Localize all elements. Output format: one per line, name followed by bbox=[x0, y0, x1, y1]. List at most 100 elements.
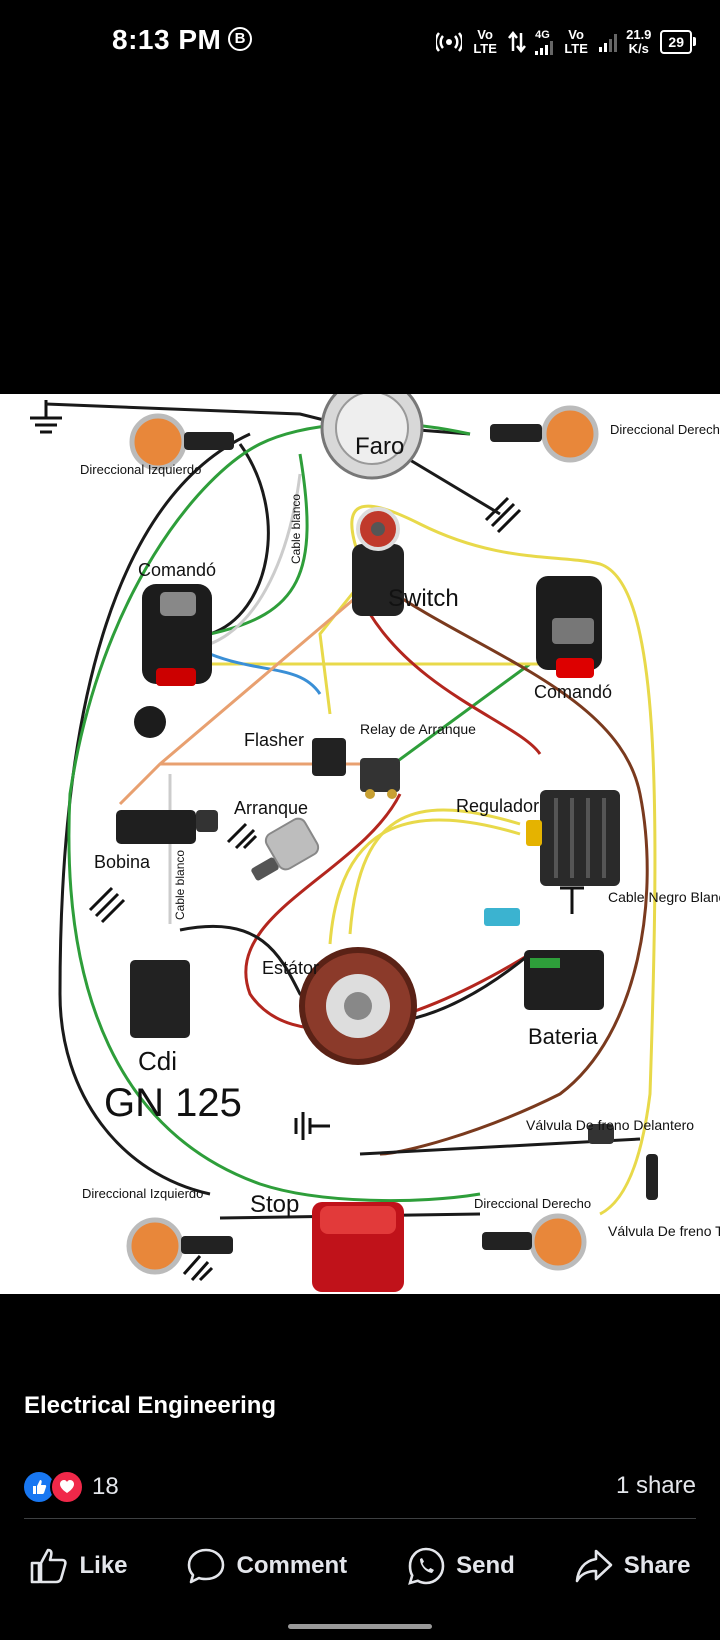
ignition-switch bbox=[352, 507, 404, 616]
label-cable-blanco-bottom: Cable blanco bbox=[173, 850, 187, 920]
label-switch: Switch bbox=[388, 585, 459, 612]
gesture-navigation-bar[interactable] bbox=[288, 1624, 432, 1629]
whatsapp-icon bbox=[408, 1547, 445, 1585]
signal-icon bbox=[535, 40, 554, 55]
cdi-unit bbox=[130, 960, 190, 1038]
send-label: Send bbox=[456, 1552, 515, 1579]
label-model: GN 125 bbox=[104, 1081, 242, 1125]
turn-signal-bottom-right bbox=[482, 1213, 587, 1271]
left-handlebar-control bbox=[142, 584, 212, 686]
ground-symbol bbox=[560, 872, 584, 914]
flasher-relay bbox=[312, 738, 346, 776]
tail-light bbox=[312, 1202, 404, 1292]
label-relay: Relay de Arranque bbox=[360, 721, 476, 737]
wire-brown bbox=[379, 582, 649, 1156]
label-cable-blanco-top: Cable blanco bbox=[289, 494, 303, 564]
brake-switch-front bbox=[588, 1124, 614, 1144]
turn-signal-top-right bbox=[490, 405, 599, 463]
wire-yellow bbox=[328, 818, 521, 945]
wire-red bbox=[244, 793, 531, 1031]
brake-switch-rear bbox=[646, 1154, 658, 1200]
comment-button[interactable]: Comment bbox=[186, 1547, 347, 1585]
label-faro: Faro bbox=[355, 433, 404, 460]
ignition-coil bbox=[116, 810, 218, 844]
status-indicators: Vo LTE 4G Vo LTE 21.9 K/s 29 bbox=[436, 20, 696, 64]
ground-symbol bbox=[88, 886, 126, 924]
network-type: 4G bbox=[535, 28, 550, 41]
fuse bbox=[484, 908, 520, 926]
headlight bbox=[320, 394, 424, 480]
share-button[interactable]: Share bbox=[574, 1547, 691, 1585]
battery-icon: 29 bbox=[660, 30, 696, 54]
label-bobina: Bobina bbox=[94, 852, 151, 872]
horn-button bbox=[134, 706, 166, 738]
starter-relay bbox=[360, 758, 400, 799]
ground-symbol bbox=[226, 822, 258, 850]
wire-green bbox=[67, 421, 481, 1203]
comment-icon bbox=[188, 1548, 225, 1584]
regulator bbox=[526, 790, 620, 886]
like-label: Like bbox=[79, 1552, 128, 1579]
label-dir-izquierdo-top: Direccional Izquierdo bbox=[80, 462, 201, 477]
wire-black bbox=[58, 432, 251, 1196]
label-stop: Stop bbox=[250, 1191, 299, 1218]
starter-motor bbox=[251, 817, 320, 881]
hotspot-icon bbox=[436, 32, 463, 52]
data-transfer-icon bbox=[508, 31, 527, 53]
love-reaction-icon bbox=[50, 1470, 84, 1504]
label-dir-izquierdo-bottom: Direccional Izquierdo bbox=[82, 1186, 203, 1201]
label-valvula-delantero: Válvula De freno Delantero bbox=[526, 1117, 694, 1133]
label-arranque: Arranque bbox=[234, 798, 308, 818]
wire-yellow bbox=[348, 808, 521, 935]
wire-green bbox=[379, 662, 531, 776]
post-image[interactable]: Faro Direccional Derecho Direccional Izq… bbox=[0, 394, 720, 1294]
share-label: Share bbox=[623, 1552, 691, 1579]
wire-yellow bbox=[318, 583, 362, 715]
wire-white bbox=[209, 473, 302, 646]
wire-black bbox=[209, 443, 270, 636]
speed-unit: K/s bbox=[628, 41, 649, 56]
ground-symbol bbox=[30, 400, 62, 434]
reaction-count: 18 bbox=[92, 1473, 119, 1500]
label-flasher: Flasher bbox=[244, 730, 304, 750]
signal-icon-2 bbox=[599, 32, 618, 52]
label-cdi: Cdi bbox=[138, 1046, 177, 1076]
speed-value: 21.9 bbox=[626, 27, 652, 42]
sim1-label: Vo LTE bbox=[473, 27, 497, 56]
thumbs-up-icon bbox=[31, 1548, 68, 1584]
notification-b-icon: B bbox=[228, 27, 252, 51]
like-button[interactable]: Like bbox=[29, 1547, 128, 1585]
label-cable-negro-blanco: Cable Negro Blanco bbox=[608, 889, 720, 905]
share-icon bbox=[575, 1549, 613, 1583]
comment-label: Comment bbox=[236, 1552, 348, 1579]
label-regulador: Regulador bbox=[456, 796, 539, 816]
label-valvula-trasero: Válvula De freno Trasero bbox=[608, 1223, 720, 1239]
page-name-link[interactable]: Electrical Engineering bbox=[24, 1392, 277, 1419]
post-actions: Like Comment Send Share bbox=[0, 1540, 720, 1592]
battery-component bbox=[524, 950, 604, 1010]
turn-signal-top-left bbox=[129, 413, 234, 471]
label-dir-derecho-top: Direccional Derecho bbox=[610, 422, 720, 437]
ground-symbol bbox=[484, 496, 522, 534]
wire-blue bbox=[209, 652, 322, 695]
ground-symbol bbox=[182, 1255, 214, 1282]
wiring-diagram: Faro Direccional Derecho Direccional Izq… bbox=[30, 394, 720, 1292]
label-comando-left: Comandó bbox=[138, 560, 216, 580]
label-estator: Estátor bbox=[262, 958, 319, 978]
stator bbox=[299, 947, 417, 1065]
status-time: 8:13 PM bbox=[112, 24, 222, 55]
status-bar: 8:13 PM B Vo LTE 4G Vo LTE 21.9 K/s 29 bbox=[0, 0, 720, 84]
ground-symbol bbox=[294, 1112, 330, 1140]
label-bateria: Bateria bbox=[528, 1024, 598, 1049]
send-button[interactable]: Send bbox=[406, 1546, 515, 1586]
share-count[interactable]: 1 share bbox=[615, 1472, 696, 1499]
network-speed: 21.9 K/s bbox=[626, 28, 651, 56]
wire-red bbox=[368, 613, 542, 755]
reaction-summary[interactable]: 18 bbox=[22, 1470, 119, 1504]
sim2-label: Vo LTE bbox=[564, 27, 588, 56]
turn-signal-bottom-left bbox=[126, 1217, 233, 1275]
label-comando-right: Comandó bbox=[534, 682, 612, 702]
label-dir-derecho-bottom: Direccional Derecho bbox=[474, 1196, 591, 1211]
divider bbox=[24, 1518, 696, 1519]
right-handlebar-control bbox=[536, 576, 602, 678]
